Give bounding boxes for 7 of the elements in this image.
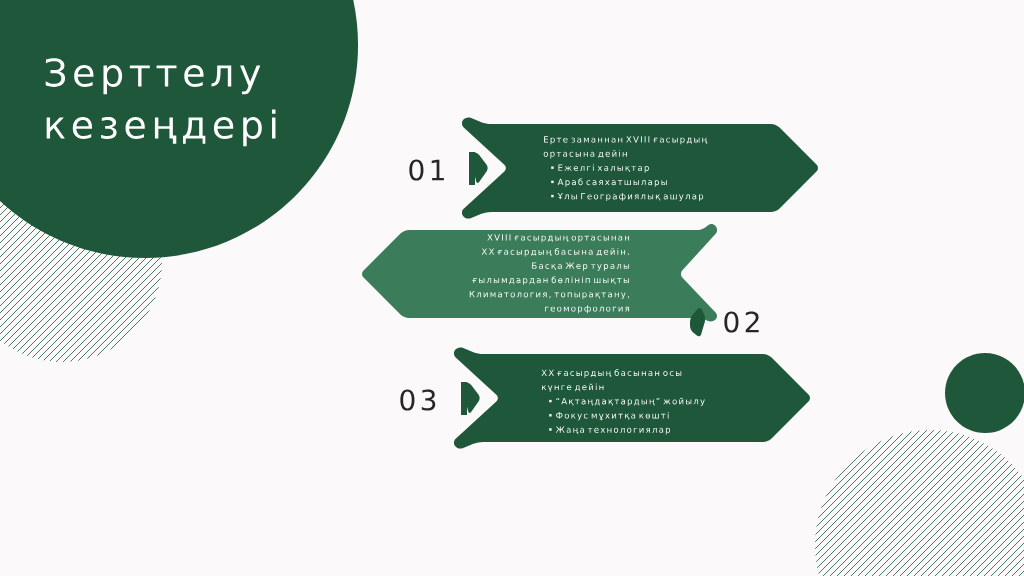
step-number: 03 (400, 389, 436, 411)
arrow-banner: XX ғасырдың басынан осы күнге дейін “Ақтаңдақтардың” жойылу Фокус мұхитқа көшті Жаңа технологиялар (453, 347, 810, 449)
arrow-banner: XVIII ғасырдың ортасынан XX ғасырдың басына дейін. Басқа Жер туралы ғылымдардан бөлініп шықты Климатология, топырақтану, геоморфология (362, 224, 718, 337)
step-number: 01 (409, 159, 444, 181)
arrow-banner: Ерте заманнан XVIII ғасырдың ортасына дейін Ежелгі халықтар Араб саяхатшылары Ұлы Географиялық ашулар (461, 117, 818, 219)
title: Зерттелу кезеңдері (45, 58, 276, 147)
step-number: 02 (724, 311, 759, 333)
